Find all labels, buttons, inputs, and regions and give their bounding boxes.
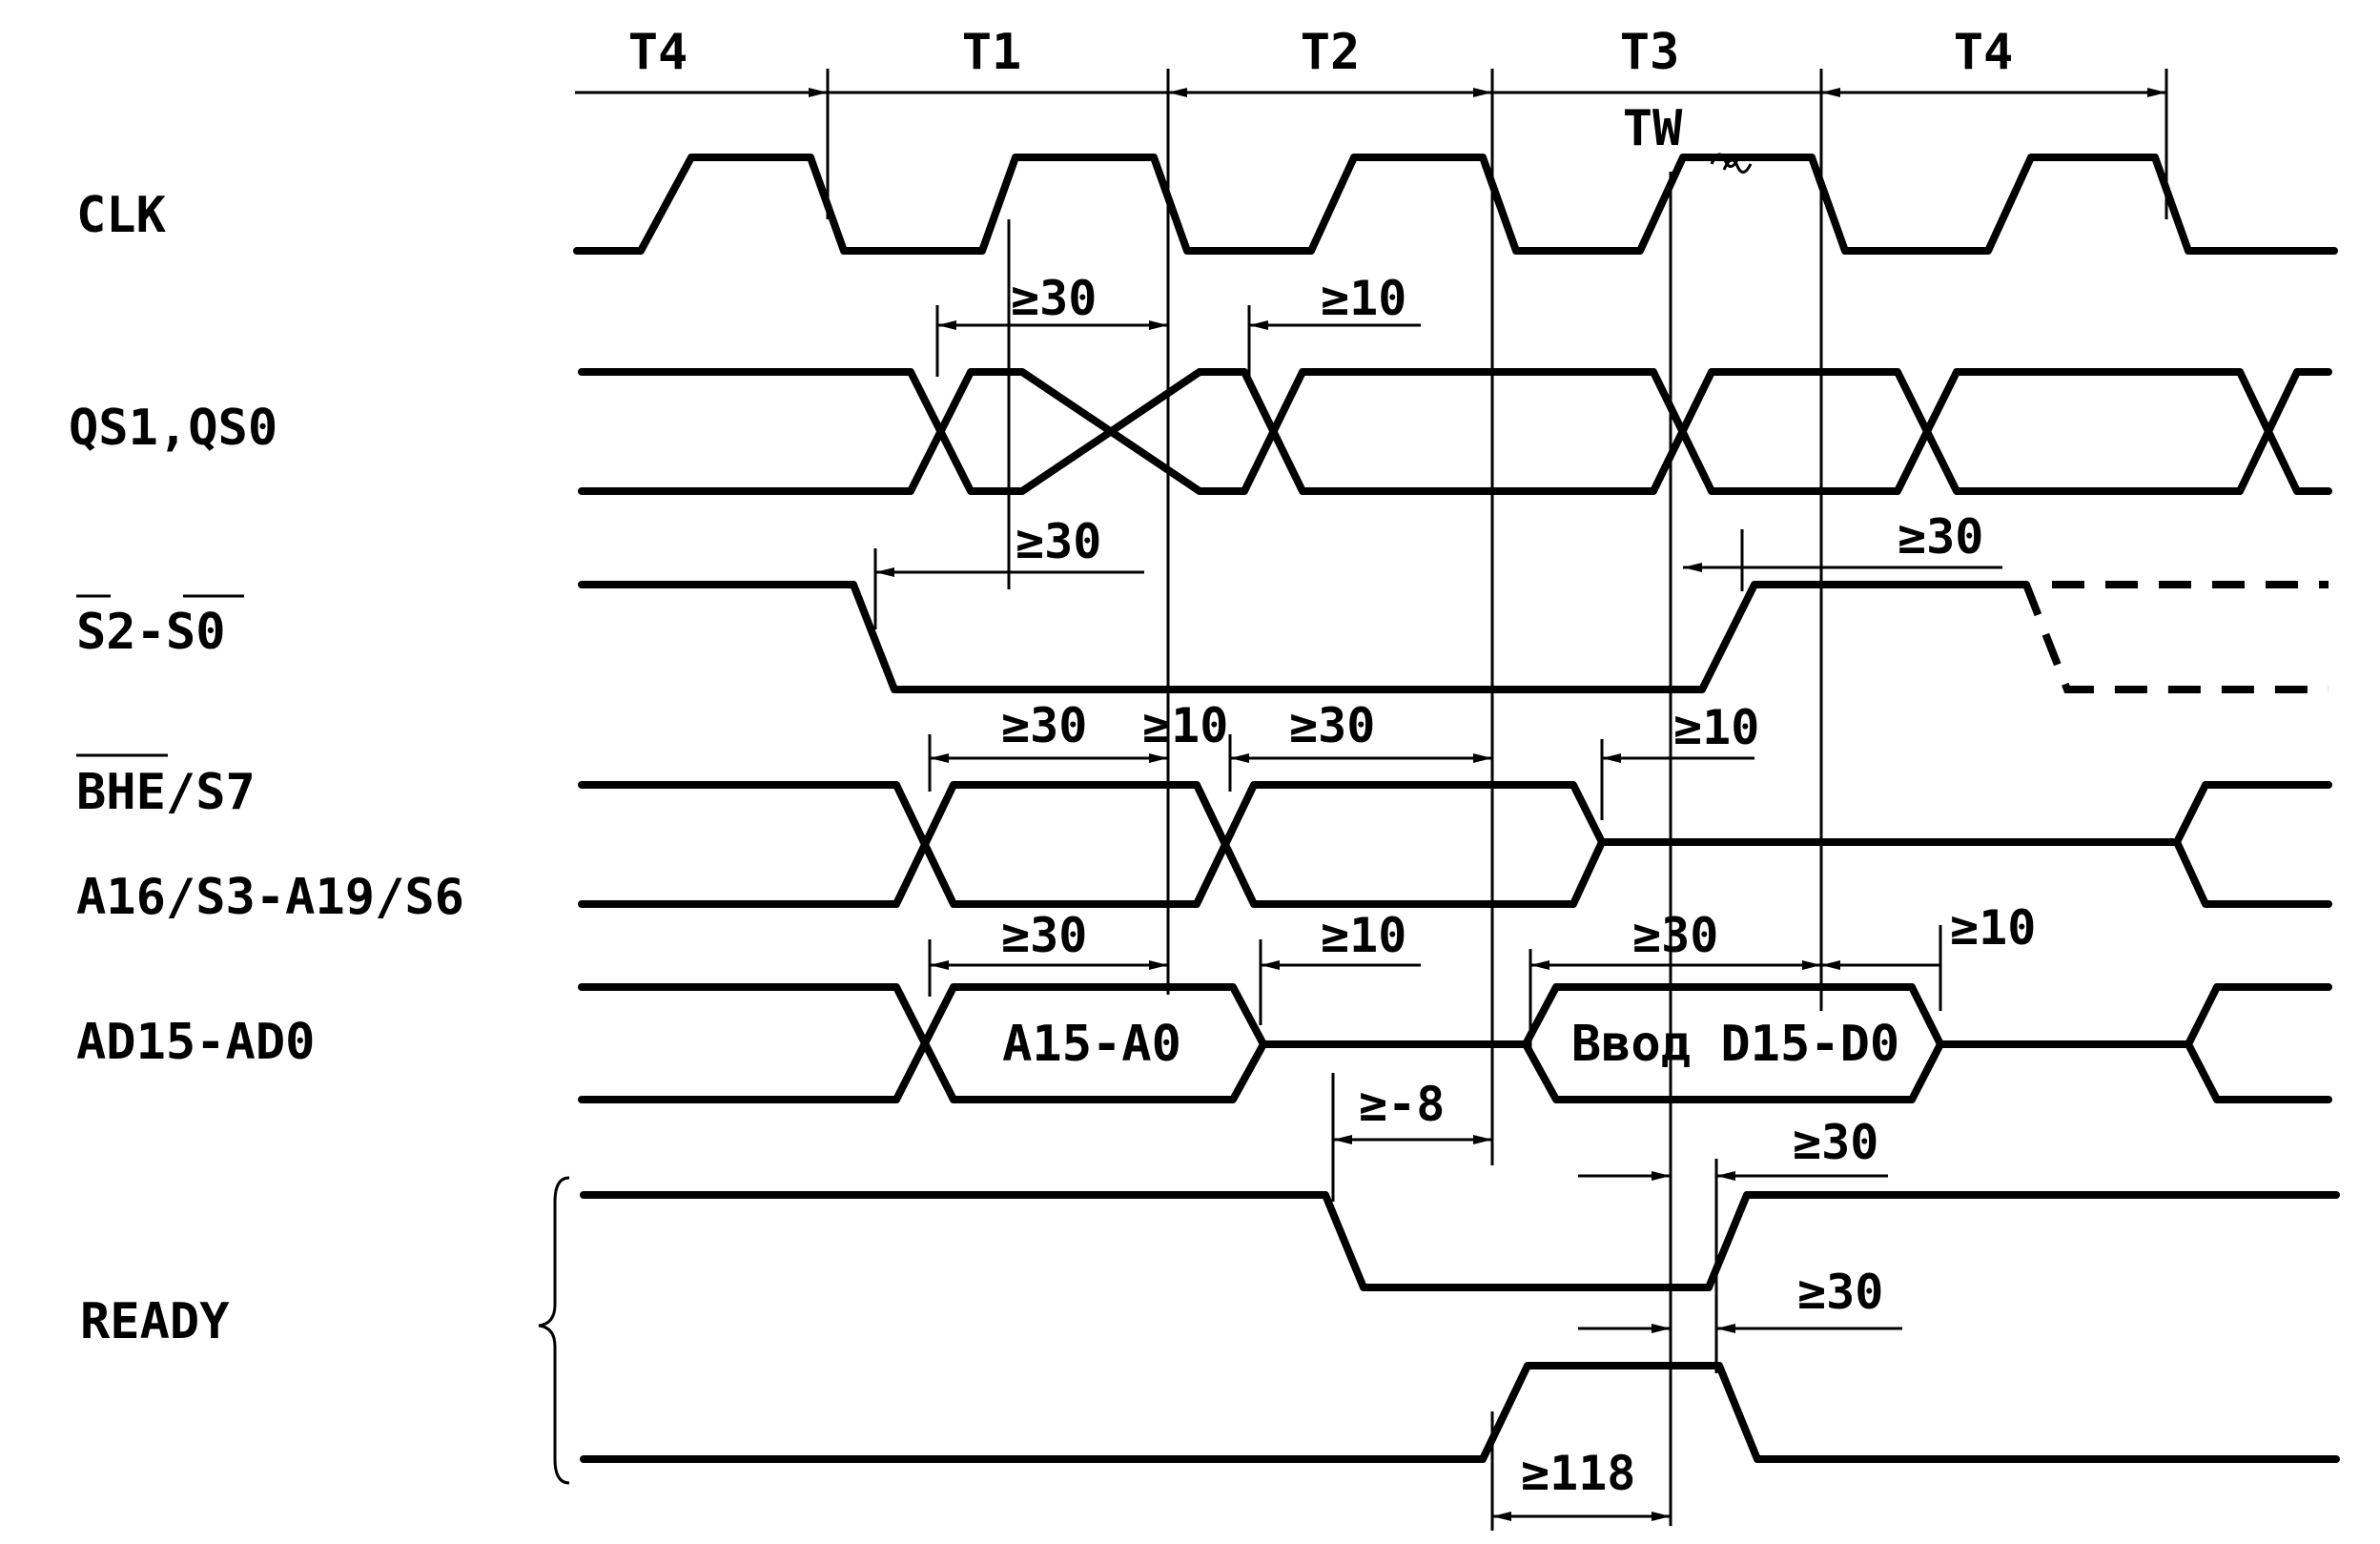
period-label-t3: T3 [1620,24,1680,81]
waveforms: A15-A0 Ввод D15-D0 [573,154,2340,1463]
s2s0-wave [578,581,2030,693]
signal-label-s2s0: S2-S0 [76,604,226,661]
qs-wave-top [578,368,2332,495]
clk-wave [573,154,2338,255]
timing-bhe-setup1: ≥30 [1001,698,1087,753]
timing-qs-setup: ≥30 [1011,271,1097,326]
signal-label-ready: READY [80,1293,230,1350]
reference-lines [826,69,2168,1531]
timing-bhe-hold1: ≥10 [1142,698,1228,753]
ready-wave-1 [580,1191,2340,1291]
period-label-t4a: T4 [628,24,688,81]
timing-s-release: ≥30 [1898,509,1983,565]
ad-wave-top [578,983,2332,1103]
ready-wave-2 [580,1362,2340,1463]
timing-bhe-setup2: ≥30 [1289,698,1375,753]
signal-label-qs: QS1,QS0 [69,400,277,457]
timing-ad-data-hold: ≥10 [1950,900,2036,956]
timing-ad-setup: ≥30 [1001,908,1087,963]
period-label-t2: T2 [1301,24,1361,81]
timing-ready-lead: ≥-8 [1359,1077,1445,1132]
period-header: T4 T1 T2 T3 T4 TW [575,24,2166,174]
qs-wave-bottom [578,368,2332,495]
ad-wave-bottom [578,983,2332,1103]
timing-ad-data-setup: ≥30 [1632,908,1718,963]
period-label-t1: T1 [962,24,1022,81]
signal-label-a16: A16/S3-A19/S6 [76,869,464,926]
timing-qs-hold: ≥10 [1321,271,1406,326]
timing-ready-pulse: ≥118 [1521,1446,1635,1501]
bhe-wave-bottom [578,781,2332,908]
period-label-t4b: T4 [1954,24,2014,81]
ready-brace [538,1176,570,1485]
timing-ready-hold1: ≥30 [1793,1115,1878,1170]
timing-ad-float: ≥10 [1321,908,1406,963]
bus-label-data: Ввод D15-D0 [1571,1016,1899,1073]
timing-ready-hold2: ≥30 [1797,1265,1883,1320]
signal-label-ad: AD15-AD0 [76,1014,315,1071]
timing-bhe-hold2: ≥10 [1673,700,1759,755]
signal-labels: CLK QS1,QS0 S2-S0 BHE/S7 A16/S3-A19/S6 A… [69,187,570,1485]
bus-label-address: A15-A0 [1002,1016,1181,1073]
signal-label-clk: CLK [76,187,167,244]
signal-label-bhe: BHE/S7 [76,764,256,821]
timing-annotations: ≥30 ≥10 ≥30 ≥30 ≥30 ≥10 ≥30 ≥10 ≥30 ≥10 … [873,271,2036,1521]
s2s0-future-low [2022,583,2329,693]
tw-label: TW [1623,100,1683,157]
timing-s-setup: ≥30 [1016,514,1101,569]
